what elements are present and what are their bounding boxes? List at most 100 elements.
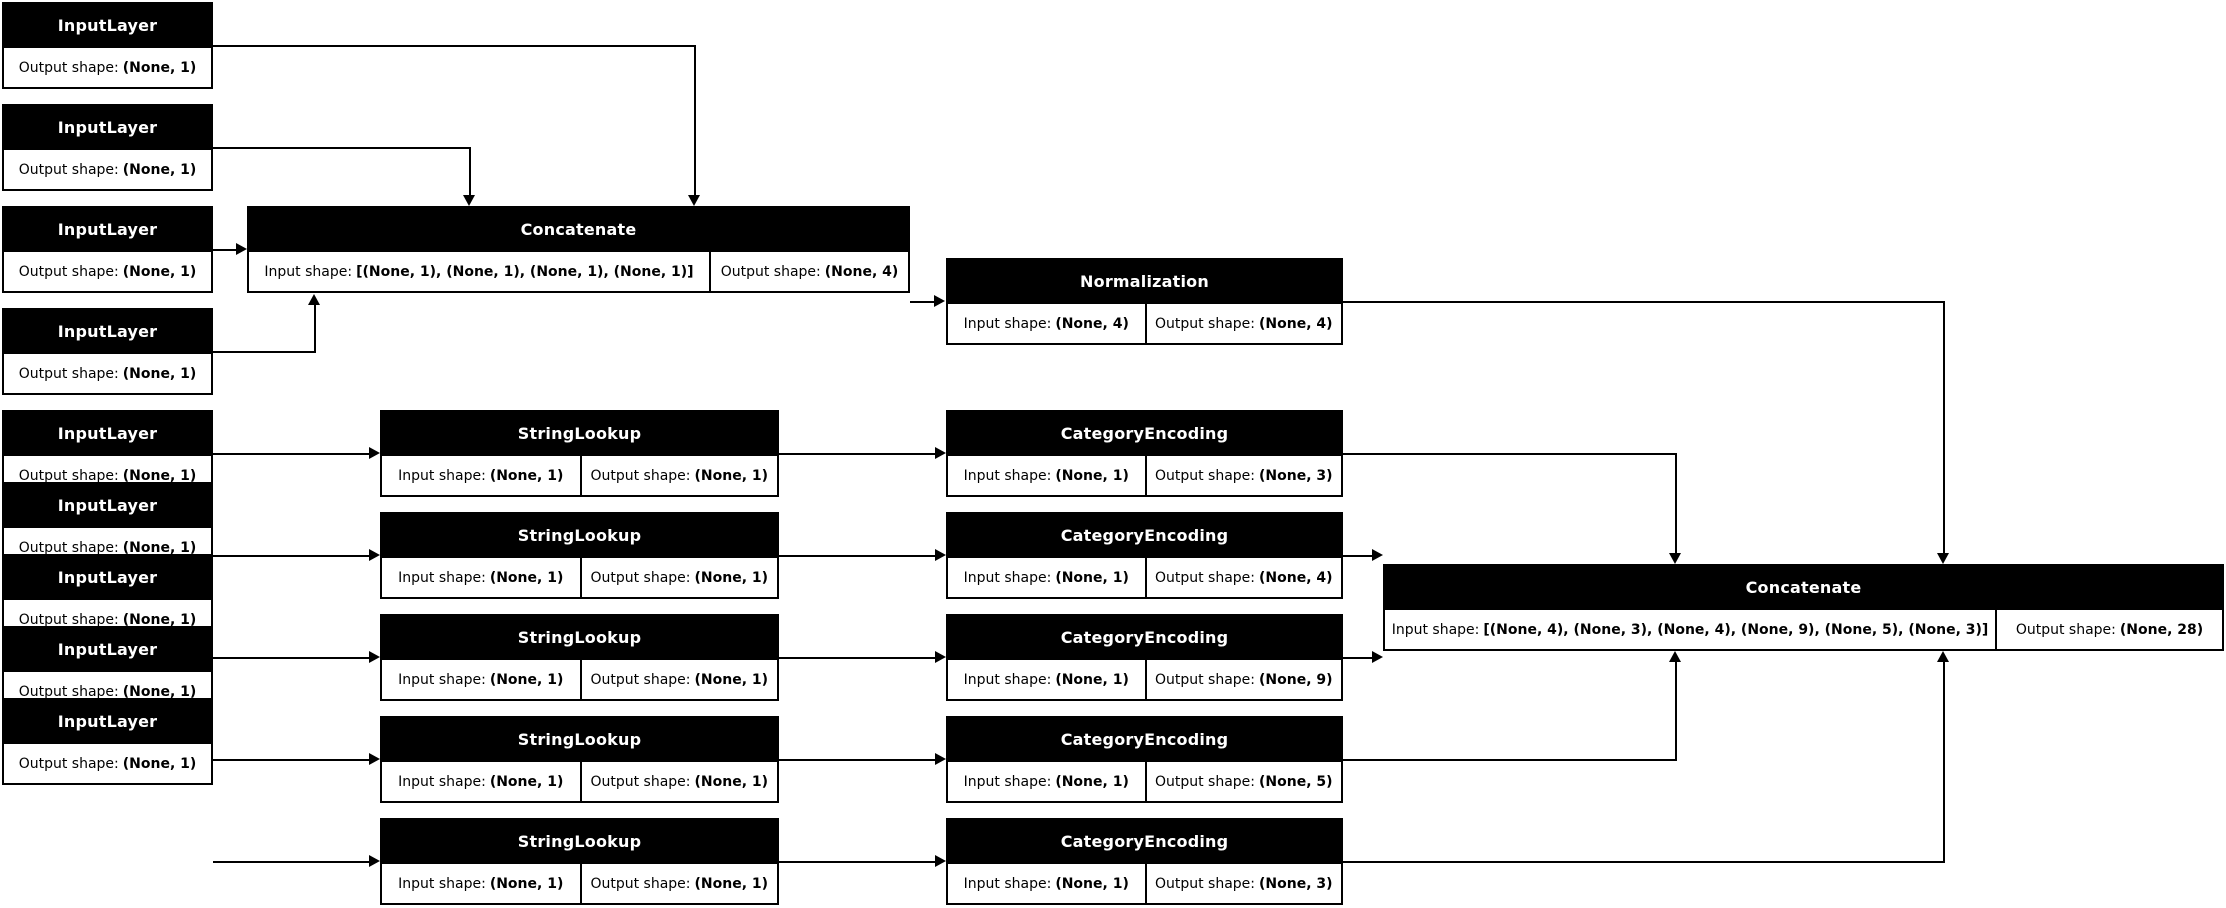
node-categoryencoding-1[interactable]: CategoryEncoding Input shape: (None, 1) … xyxy=(946,410,1343,497)
output-shape-value: (None, 1) xyxy=(122,539,197,556)
output-shape-label: Output shape: xyxy=(18,467,119,484)
input-shape-value: (None, 1) xyxy=(1055,467,1129,484)
output-shape-label: Output shape: xyxy=(1154,875,1256,892)
output-shape-label: Output shape: xyxy=(590,569,691,586)
node-inputlayer-1[interactable]: InputLayer Output shape: (None, 1) xyxy=(2,2,213,89)
input-shape-value: (None, 1) xyxy=(489,569,564,586)
arrowhead-input1-concat xyxy=(688,195,700,206)
node-concatenate-numeric[interactable]: Concatenate Input shape: [(None, 1), (No… xyxy=(247,206,910,293)
node-input-shape-cell: Input shape: (None, 1) xyxy=(382,864,580,903)
node-inputlayer-9[interactable]: InputLayer Output shape: (None, 1) xyxy=(2,698,213,785)
node-title: Concatenate xyxy=(1385,566,2222,608)
edge-input1-to-concat-drop xyxy=(694,45,696,195)
edge-input2-to-concat xyxy=(213,147,471,149)
output-shape-label: Output shape: xyxy=(18,611,119,628)
node-categoryencoding-3[interactable]: CategoryEncoding Input shape: (None, 1) … xyxy=(946,614,1343,701)
edge-ce5-to-concatall-rise xyxy=(1943,662,1945,861)
node-inputlayer-2[interactable]: InputLayer Output shape: (None, 1) xyxy=(2,104,213,191)
node-title: InputLayer xyxy=(4,310,211,352)
node-input-shape-cell: Input shape: [(None, 1), (None, 1), (Non… xyxy=(249,252,709,291)
output-shape-label: Output shape: xyxy=(18,539,119,556)
node-input-shape-cell: Input shape: (None, 1) xyxy=(382,558,580,597)
node-output-shape-cell: Output shape: (None, 1) xyxy=(4,48,211,87)
input-shape-label: Input shape: xyxy=(963,773,1052,790)
node-output-shape-cell: Output shape: (None, 1) xyxy=(579,864,777,903)
output-shape-value: (None, 1) xyxy=(694,875,769,892)
node-title: Concatenate xyxy=(249,208,908,250)
output-shape-label: Output shape: xyxy=(1154,671,1256,688)
node-inputlayer-3[interactable]: InputLayer Output shape: (None, 1) xyxy=(2,206,213,293)
input-shape-value: [(None, 1), (None, 1), (None, 1), (None,… xyxy=(356,263,694,280)
edge-concat-to-normalization xyxy=(910,301,935,303)
node-stringlookup-2[interactable]: StringLookup Input shape: (None, 1) Outp… xyxy=(380,512,779,599)
node-stringlookup-5[interactable]: StringLookup Input shape: (None, 1) Outp… xyxy=(380,818,779,905)
node-categoryencoding-5[interactable]: CategoryEncoding Input shape: (None, 1) … xyxy=(946,818,1343,905)
node-stringlookup-4[interactable]: StringLookup Input shape: (None, 1) Outp… xyxy=(380,716,779,803)
node-inputlayer-5[interactable]: InputLayer Output shape: (None, 1) xyxy=(2,410,213,497)
output-shape-value: (None, 1) xyxy=(122,59,197,76)
edge-input3-to-concat xyxy=(213,249,238,251)
input-shape-label: Input shape: xyxy=(963,671,1052,688)
node-title: StringLookup xyxy=(382,718,777,760)
input-shape-value: (None, 1) xyxy=(489,467,564,484)
output-shape-value: (None, 28) xyxy=(2119,621,2204,638)
output-shape-value: (None, 4) xyxy=(1259,569,1333,586)
arrowhead-input4-concat xyxy=(308,294,320,305)
node-output-shape-cell: Output shape: (None, 1) xyxy=(579,558,777,597)
node-categoryencoding-2[interactable]: CategoryEncoding Input shape: (None, 1) … xyxy=(946,512,1343,599)
node-output-shape-cell: Output shape: (None, 3) xyxy=(1144,456,1341,495)
arrowhead-ce2-concatall xyxy=(1372,549,1383,561)
node-stringlookup-3[interactable]: StringLookup Input shape: (None, 1) Outp… xyxy=(380,614,779,701)
node-output-shape-cell: Output shape: (None, 1) xyxy=(4,150,211,189)
node-input-shape-cell: Input shape: [(None, 4), (None, 3), (Non… xyxy=(1385,610,1995,649)
output-shape-label: Output shape: xyxy=(590,773,691,790)
edge-input4-to-concat-rise xyxy=(314,305,316,351)
arrowhead-input3-concat xyxy=(236,243,247,255)
node-output-shape-cell: Output shape: (None, 4) xyxy=(709,252,908,291)
node-normalization[interactable]: Normalization Input shape: (None, 4) Out… xyxy=(946,258,1343,345)
edge-normalization-to-concatall xyxy=(1343,301,1945,303)
output-shape-value: (None, 9) xyxy=(1259,671,1333,688)
arrowhead-ce1-concatall xyxy=(1669,553,1681,564)
input-shape-label: Input shape: xyxy=(963,875,1052,892)
input-shape-label: Input shape: xyxy=(398,671,486,688)
edge-ce4-to-concatall xyxy=(1343,759,1677,761)
input-shape-label: Input shape: xyxy=(1391,621,1480,638)
node-categoryencoding-4[interactable]: CategoryEncoding Input shape: (None, 1) … xyxy=(946,716,1343,803)
output-shape-value: (None, 3) xyxy=(1259,875,1333,892)
arrowhead-concat-normalization xyxy=(934,295,945,307)
output-shape-label: Output shape: xyxy=(1154,467,1256,484)
node-stringlookup-1[interactable]: StringLookup Input shape: (None, 1) Outp… xyxy=(380,410,779,497)
node-inputlayer-4[interactable]: InputLayer Output shape: (None, 1) xyxy=(2,308,213,395)
output-shape-value: (None, 1) xyxy=(694,773,769,790)
edge-normalization-to-concatall-drop xyxy=(1943,301,1945,553)
arrowhead-sl2-ce2 xyxy=(935,549,946,561)
node-title: InputLayer xyxy=(4,700,211,742)
output-shape-value: (None, 1) xyxy=(122,611,197,628)
input-shape-label: Input shape: xyxy=(398,875,486,892)
output-shape-label: Output shape: xyxy=(720,263,821,280)
output-shape-value: (None, 1) xyxy=(122,755,197,772)
input-shape-value: (None, 1) xyxy=(1055,569,1129,586)
node-title: CategoryEncoding xyxy=(948,412,1341,454)
node-title: Normalization xyxy=(948,260,1341,302)
node-title: InputLayer xyxy=(4,4,211,46)
node-input-shape-cell: Input shape: (None, 1) xyxy=(948,864,1145,903)
input-shape-value: (None, 4) xyxy=(1055,315,1129,332)
edge-input4-to-concat xyxy=(213,351,316,353)
node-input-shape-cell: Input shape: (None, 1) xyxy=(948,456,1145,495)
node-title: StringLookup xyxy=(382,412,777,454)
output-shape-value: (None, 1) xyxy=(122,161,197,178)
node-concatenate-all[interactable]: Concatenate Input shape: [(None, 4), (No… xyxy=(1383,564,2224,651)
arrowhead-sl4-ce4 xyxy=(935,753,946,765)
arrowhead-normalization-concatall xyxy=(1937,553,1949,564)
output-shape-label: Output shape: xyxy=(18,683,119,700)
output-shape-value: (None, 1) xyxy=(694,569,769,586)
node-output-shape-cell: Output shape: (None, 28) xyxy=(1995,610,2222,649)
node-output-shape-cell: Output shape: (None, 1) xyxy=(579,660,777,699)
input-shape-label: Input shape: xyxy=(963,315,1052,332)
node-title: InputLayer xyxy=(4,412,211,454)
output-shape-value: (None, 1) xyxy=(122,467,197,484)
output-shape-value: (None, 3) xyxy=(1259,467,1333,484)
